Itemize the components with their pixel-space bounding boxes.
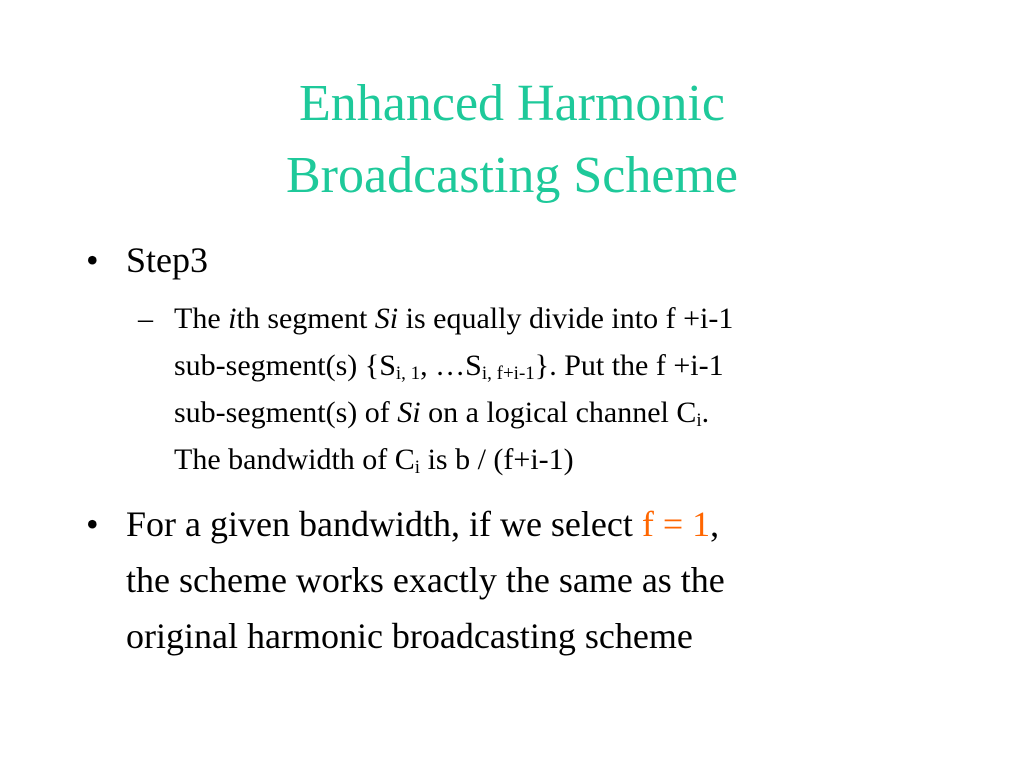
bullet2-line-1: For a given bandwidth, if we select f = … [126, 504, 720, 544]
sub-line-4: The bandwidth of Ci is b / (f+i-1) [174, 443, 574, 478]
bullet2-line-3: original harmonic broadcasting scheme [126, 616, 693, 656]
sub-line-3: sub-segment(s) of Si on a logical channe… [174, 396, 710, 431]
title-line-2: Broadcasting Scheme [286, 147, 738, 204]
sub-line-1: The ith segment Si is equally divide int… [174, 302, 734, 335]
bullet-text: For a given bandwidth, if we select f = … [126, 496, 926, 664]
sub-bullet-text: The ith segment Si is equally divide int… [174, 295, 974, 483]
sub-line-2: sub-segment(s) {Si, 1, …Si, f+i-1}. Put … [174, 349, 724, 384]
slide-title: Enhanced Harmonic Broadcasting Scheme [0, 68, 1024, 212]
title-line-1: Enhanced Harmonic [299, 75, 725, 132]
bullet2-line-2: the scheme works exactly the same as the [126, 560, 725, 600]
bullet-text: Step3 [126, 240, 209, 280]
bullet-marker: • [86, 504, 99, 544]
highlight-f-equals-1: f = 1 [641, 504, 711, 544]
bullet-marker: • [86, 240, 99, 280]
dash-marker: – [138, 302, 153, 335]
